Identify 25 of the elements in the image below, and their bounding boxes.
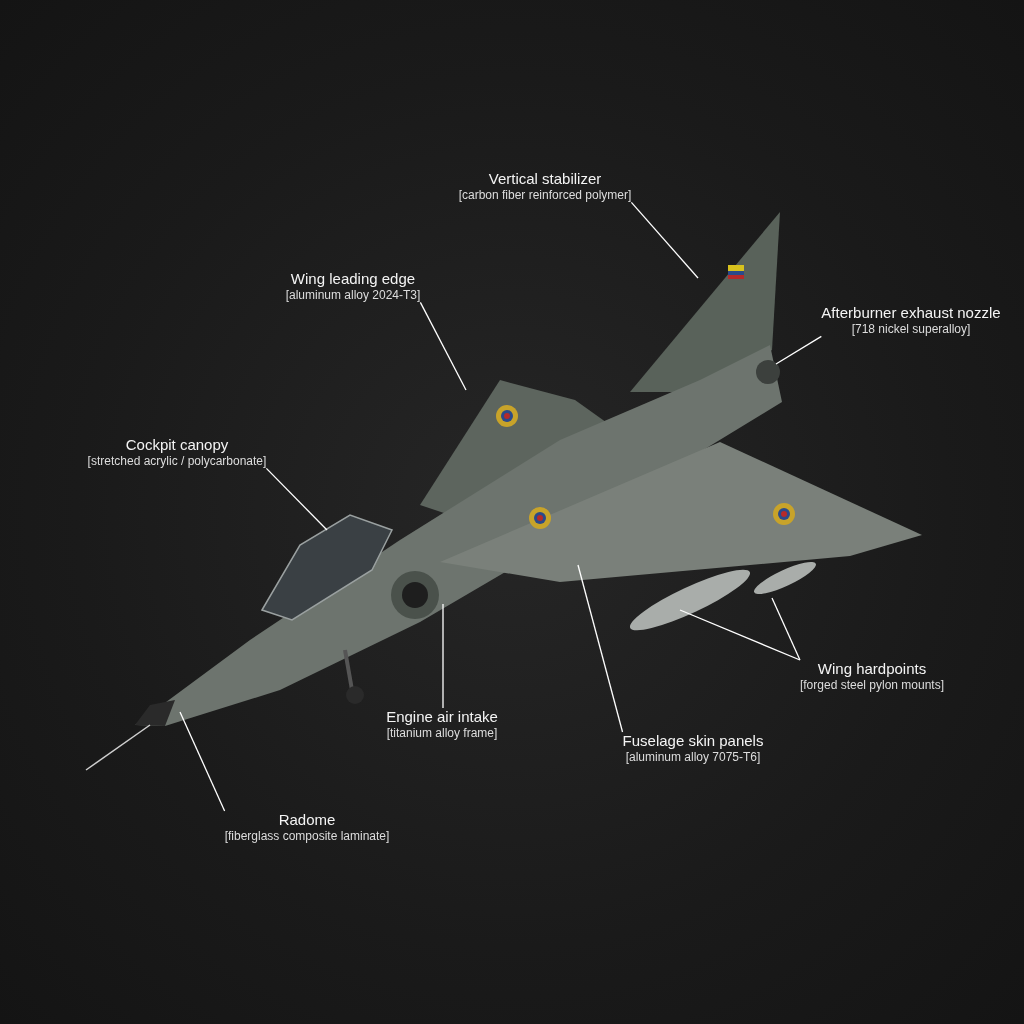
leader-line — [179, 711, 226, 812]
leader-line — [442, 603, 444, 709]
material-label: [stretched acrylic / polycarbonate] — [87, 454, 267, 469]
material-label: [aluminum alloy 2024-T3] — [285, 288, 421, 303]
material-label: [forged steel pylon mounts] — [799, 678, 945, 693]
material-label: [titanium alloy frame] — [386, 726, 498, 741]
leader-line — [265, 467, 328, 531]
part-name: Cockpit canopy — [125, 436, 229, 454]
part-name: Vertical stabilizer — [488, 170, 602, 188]
part-name: Radome — [278, 811, 336, 829]
material-label: [fiberglass composite laminate] — [224, 829, 390, 844]
part-name: Afterburner exhaust nozzle — [821, 304, 1001, 322]
part-name: Wing hardpoints — [817, 660, 927, 678]
part-name: Engine air intake — [386, 708, 498, 726]
material-label: [carbon fiber reinforced polymer] — [458, 188, 632, 203]
leader-line — [679, 609, 801, 661]
leader-line — [630, 201, 699, 279]
material-label: [718 nickel superalloy] — [851, 322, 971, 337]
leader-line — [577, 564, 624, 733]
leader-line — [775, 335, 822, 365]
part-name: Wing leading edge — [290, 270, 416, 288]
part-name: Fuselage skin panels — [622, 732, 764, 750]
leader-line — [771, 597, 801, 661]
leader-line — [419, 301, 467, 391]
material-label: [aluminum alloy 7075-T6] — [625, 750, 761, 765]
